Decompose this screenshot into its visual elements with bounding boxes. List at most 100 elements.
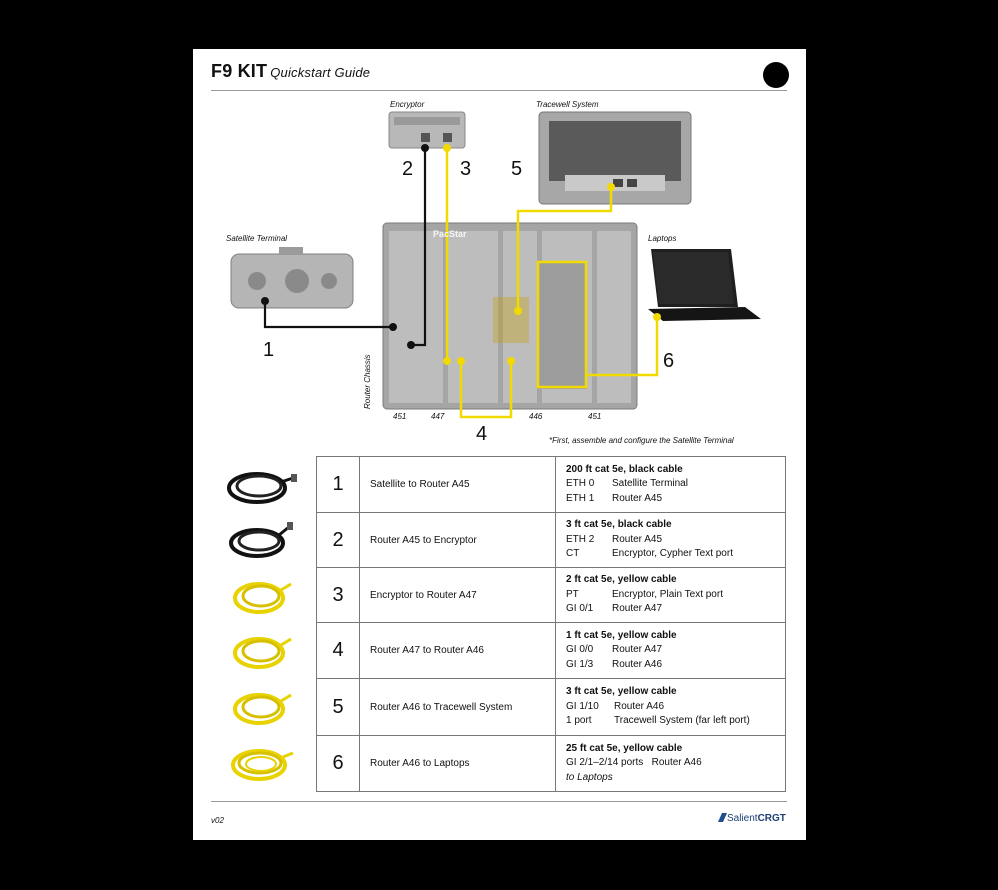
laptop-device xyxy=(648,249,761,321)
wiring-diagram xyxy=(230,111,761,419)
row-number: 4 xyxy=(316,622,360,679)
port-id: GI 0/0 xyxy=(566,644,594,656)
port-id: ETH 1 xyxy=(566,492,595,504)
cable-title: 25 ft cat 5e, yellow cable xyxy=(566,742,683,754)
cable-title: 3 ft cat 5e, yellow cable xyxy=(566,686,677,698)
port-id: 1 port xyxy=(566,715,592,727)
black-cable-image xyxy=(227,472,297,504)
port-target: Router A47 xyxy=(612,603,663,615)
port-id: ETH 0 xyxy=(566,478,595,490)
cable-2-line xyxy=(411,148,427,347)
port-target: Router A45 xyxy=(612,492,663,504)
pacstar-logo: PacStar xyxy=(433,229,467,239)
assembly-note: *First, assemble and configure the Satel… xyxy=(549,436,734,445)
port-target: Router A47 xyxy=(612,644,663,656)
logo-text-2: CRGT xyxy=(757,813,786,824)
diagram-number-4: 4 xyxy=(476,423,488,445)
diagram-number-5: 5 xyxy=(511,158,523,180)
port-target: Router A46 xyxy=(614,700,665,712)
laptops-label: Laptops xyxy=(648,234,677,243)
port-id: ETH 2 xyxy=(566,533,595,545)
port-target: Encryptor, Cypher Text port xyxy=(612,548,733,560)
company-logo: SalientCRGT xyxy=(718,813,786,824)
row-number: 3 xyxy=(316,567,360,623)
table-row: 4 Router A47 to Router A46 1 ft cat 5e, … xyxy=(316,622,786,679)
cable-title: 3 ft cat 5e, black cable xyxy=(566,519,672,531)
logo-text-1: Salient xyxy=(727,813,758,824)
encryptor-device xyxy=(388,111,466,149)
row-description: Router A45 to Encryptor xyxy=(359,512,556,568)
port-id: GI 0/1 xyxy=(566,603,594,615)
diagram-number-6: 6 xyxy=(663,350,675,372)
kit-title: F9 KIT xyxy=(211,61,268,81)
port-target: Router A45 xyxy=(612,533,663,545)
port-target: Encryptor, Plain Text port xyxy=(612,588,723,600)
port-label: 451 xyxy=(393,412,407,421)
cable-4-line xyxy=(459,361,513,419)
port-id: PT xyxy=(566,588,579,600)
port-id: CT xyxy=(566,548,580,560)
port-target: Satellite Terminal xyxy=(612,478,688,490)
row-number: 1 xyxy=(316,456,360,513)
cable-6-port-group xyxy=(536,260,588,389)
yellow-cable-image xyxy=(233,582,292,614)
logo-mark-icon xyxy=(718,813,727,822)
row-number: 2 xyxy=(316,512,360,568)
port-target: Router A46 xyxy=(651,757,702,769)
yellow-cable-image xyxy=(233,637,292,669)
port-id: GI 2/1–2/14 ports xyxy=(566,757,644,769)
port-label: 446 xyxy=(529,412,543,421)
yellow-cable-image xyxy=(233,693,292,725)
port-id: GI 1/3 xyxy=(566,658,594,670)
row-description: Encryptor to Router A47 xyxy=(359,567,556,623)
row-description: Router A46 to Tracewell System xyxy=(359,678,556,736)
satellite-device xyxy=(230,247,354,309)
row-number: 6 xyxy=(316,735,360,792)
cable-table: 1 Satellite to Router A45 200 ft cat 5e,… xyxy=(316,456,786,792)
row-details: 200 ft cat 5e, black cable ETH 0 Satellit… xyxy=(555,456,786,513)
diagram-number-3: 3 xyxy=(460,158,472,180)
row-number: 5 xyxy=(316,678,360,736)
corner-dot xyxy=(763,62,789,88)
row-description: Router A46 to Laptops xyxy=(359,735,556,792)
row-extra: to Laptops xyxy=(566,771,613,783)
cable-6-line xyxy=(586,317,659,377)
table-row: 1 Satellite to Router A45 200 ft cat 5e,… xyxy=(316,456,786,513)
row-details: 25 ft cat 5e, yellow cable GI 2/1–2/14 p… xyxy=(555,735,786,792)
table-row: 5 Router A46 to Tracewell System 3 ft ca… xyxy=(316,678,786,736)
version-label: v02 xyxy=(211,816,224,825)
table-row: 2 Router A45 to Encryptor 3 ft cat 5e, b… xyxy=(316,512,786,568)
footer-divider xyxy=(211,801,787,802)
yellow-cable-image xyxy=(231,749,294,781)
black-cable-image xyxy=(229,522,293,558)
row-details: 2 ft cat 5e, yellow cable PT Encryptor, P… xyxy=(555,567,786,623)
cable-title: 200 ft cat 5e, black cable xyxy=(566,463,683,475)
table-row: 6 Router A46 to Laptops 25 ft cat 5e, ye… xyxy=(316,735,786,792)
diagram-number-1: 1 xyxy=(263,339,275,361)
cable-title: 1 ft cat 5e, yellow cable xyxy=(566,629,677,641)
row-details: 3 ft cat 5e, yellow cable GI 1/10 Router … xyxy=(555,678,786,736)
tracewell-device xyxy=(538,111,692,205)
diagram-number-2: 2 xyxy=(402,158,414,180)
port-id: GI 1/10 xyxy=(566,700,599,712)
tracewell-label: Tracewell System xyxy=(536,100,599,109)
port-target: Router A46 xyxy=(612,658,663,670)
cable-title: 2 ft cat 5e, yellow cable xyxy=(566,574,677,586)
encryptor-label: Encryptor xyxy=(390,100,425,109)
header-divider xyxy=(211,90,787,91)
port-label: 451 xyxy=(588,412,602,421)
router-chassis-label: Router Chassis xyxy=(363,354,372,409)
guide-subtitle: Quickstart Guide xyxy=(270,65,371,80)
cable-5-line xyxy=(516,187,613,311)
cable-1-line xyxy=(263,301,393,329)
row-details: 3 ft cat 5e, black cable ETH 2 Router A45… xyxy=(555,512,786,568)
satellite-label: Satellite Terminal xyxy=(226,234,288,243)
port-target: Tracewell System (far left port) xyxy=(614,715,750,727)
row-description: Router A47 to Router A46 xyxy=(359,622,556,679)
port-label: 447 xyxy=(431,412,445,421)
row-description: Satellite to Router A45 xyxy=(359,456,556,513)
table-row: 3 Encryptor to Router A47 2 ft cat 5e, y… xyxy=(316,567,786,623)
